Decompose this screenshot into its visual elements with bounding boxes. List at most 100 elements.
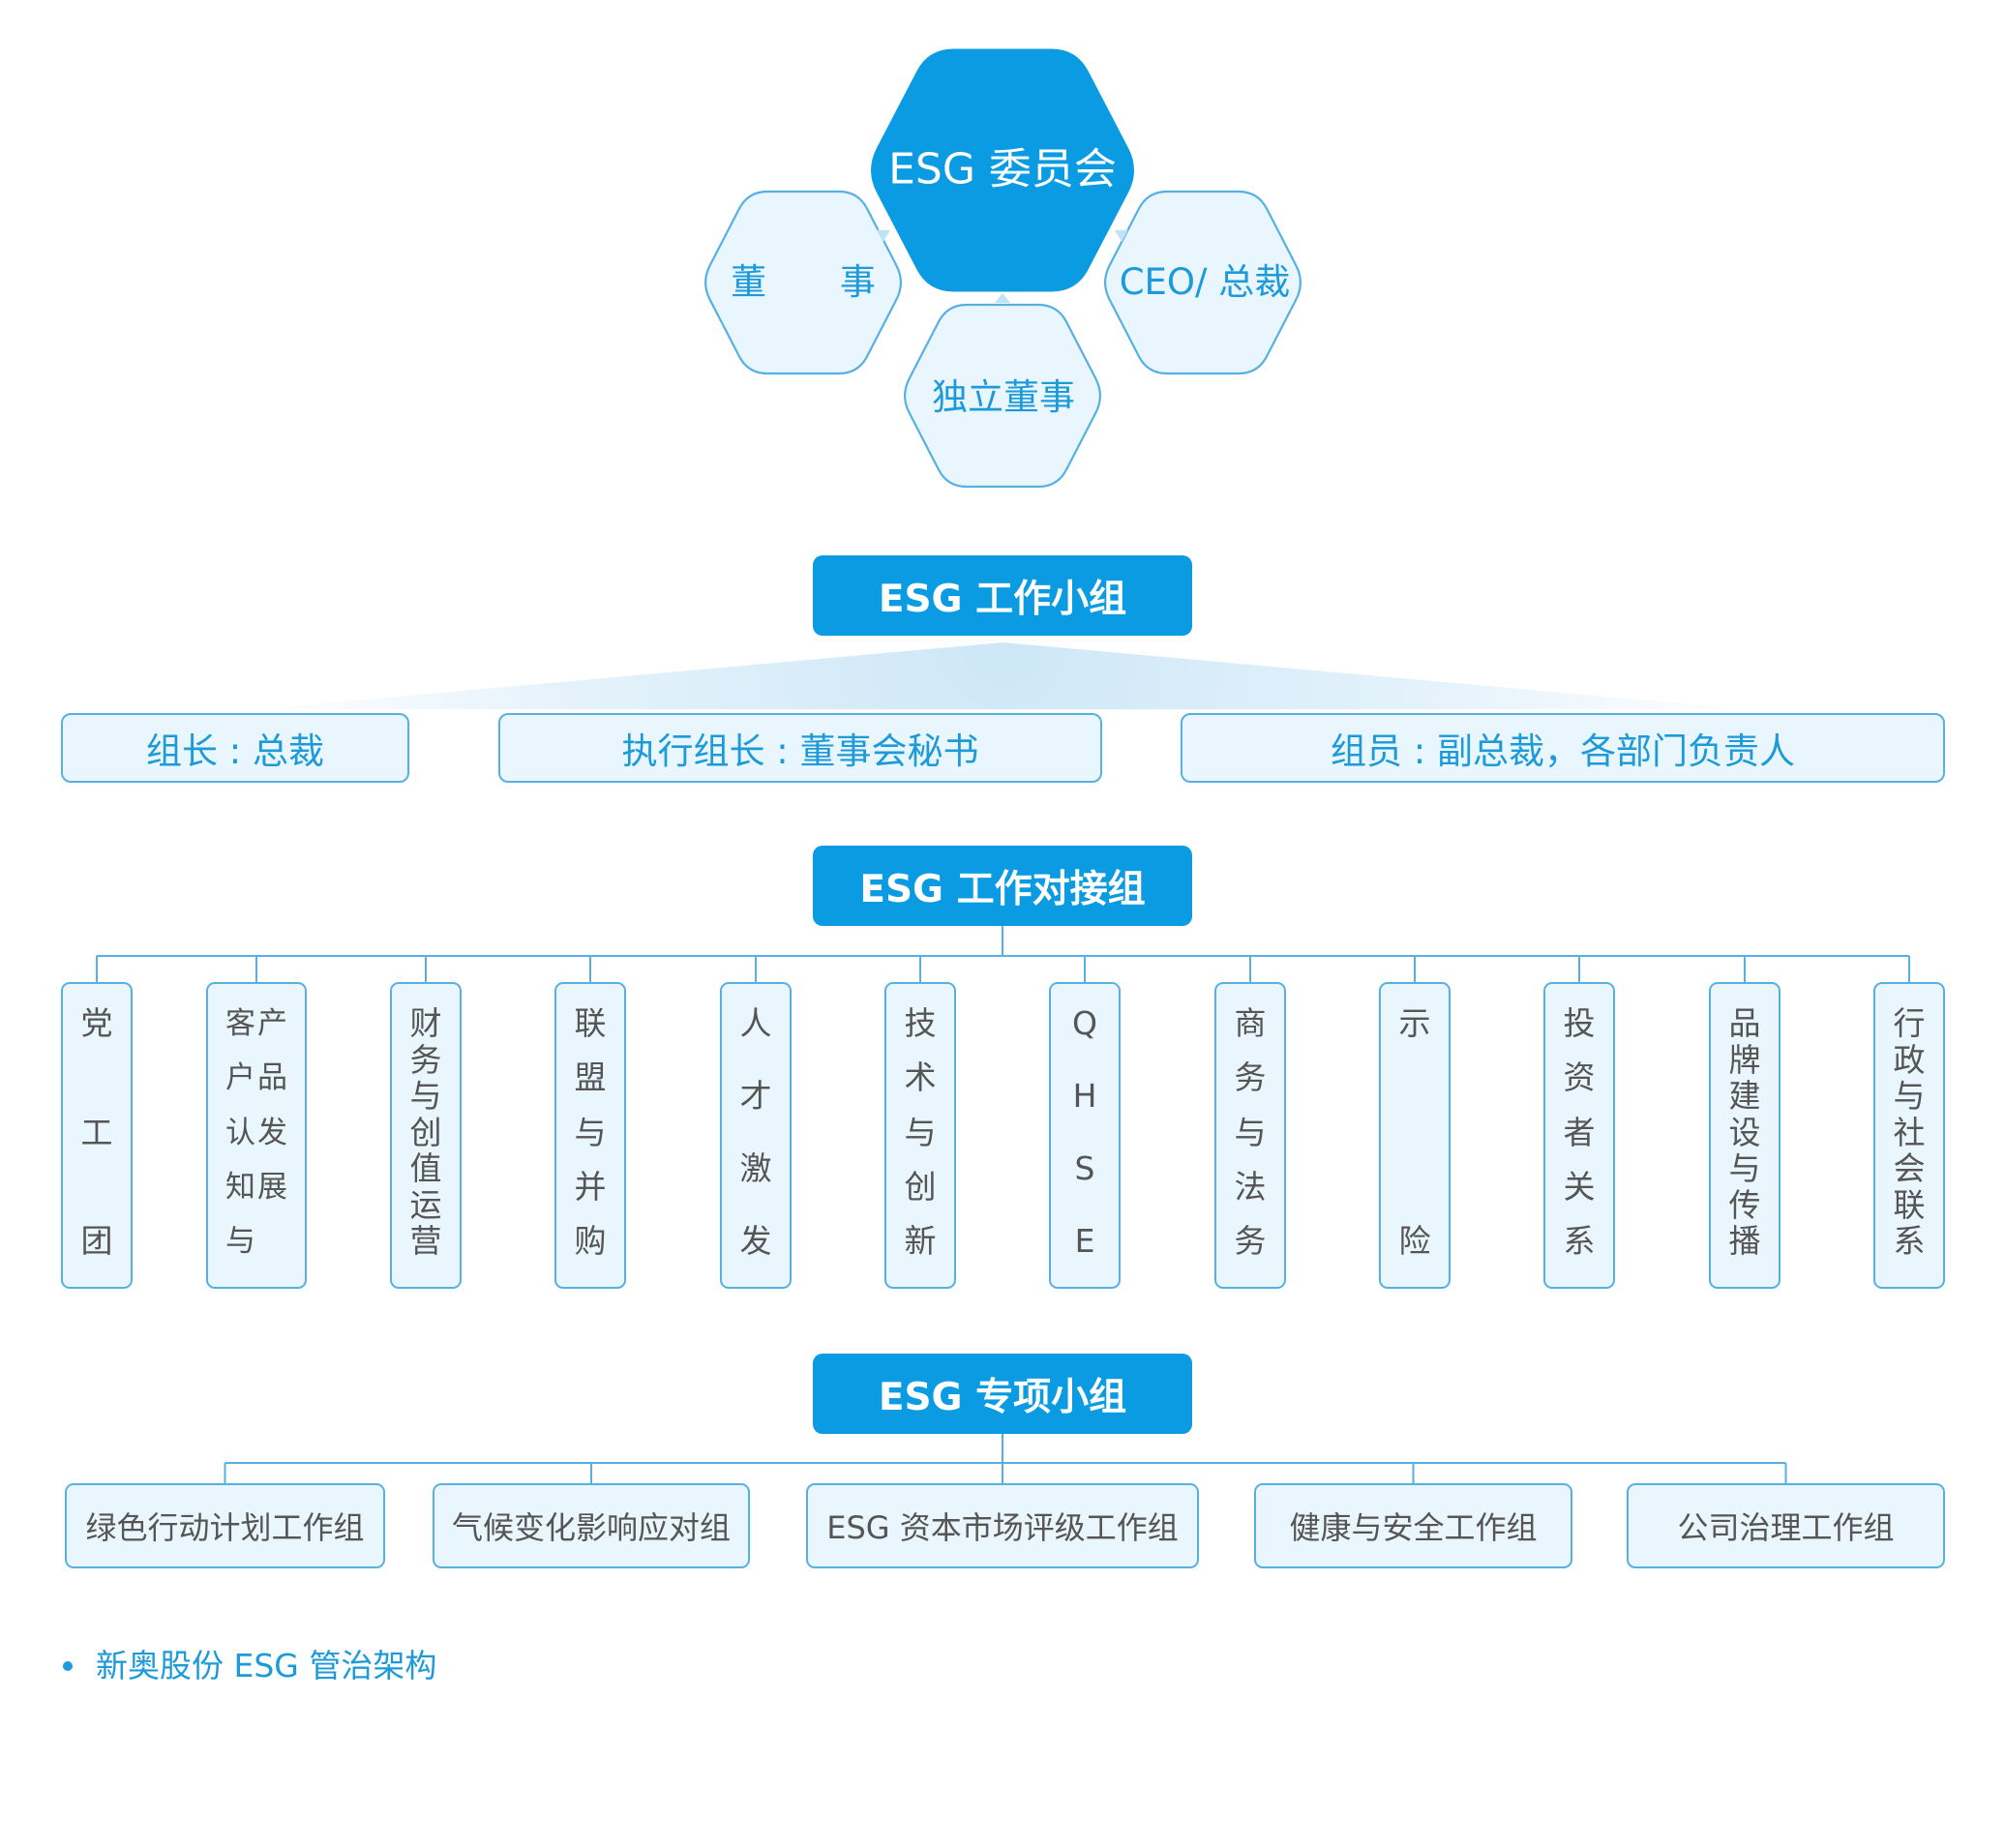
vertical-char: 播 <box>1728 1222 1761 1260</box>
special-group-box: 气候变化影响应对组 <box>433 1483 750 1568</box>
liaison-group-box: 财务与创值运营 <box>390 982 462 1289</box>
working-group-title: ESG 工作小组 <box>813 555 1192 636</box>
vertical-char: 法 <box>1234 1167 1267 1206</box>
liaison-group-label: 示险 <box>1398 1007 1431 1258</box>
liaison-group-box: 技术与创新 <box>884 982 956 1289</box>
vertical-char: 品 <box>1728 1004 1761 1042</box>
vertical-char: 新 <box>904 1222 937 1260</box>
liaison-group-label: 人才激发 <box>739 1007 772 1258</box>
independent-directors-hexagon <box>904 303 1101 489</box>
committee-title: ESG 委员会 <box>888 144 1117 194</box>
vertical-char: 建 <box>1728 1077 1761 1115</box>
vertical-char: 展 <box>257 1169 287 1205</box>
liaison-group-box: 人才激发 <box>720 982 792 1289</box>
vertical-char: 发 <box>739 1222 772 1260</box>
vertical-char: 社 <box>1893 1113 1926 1151</box>
vertical-char: 工 <box>80 1113 113 1151</box>
vertical-char: E <box>1074 1222 1095 1260</box>
working-group-fan <box>257 642 1748 709</box>
vertical-char: 牌 <box>1728 1040 1761 1079</box>
vertical-char: Q <box>1072 1004 1097 1042</box>
vertical-char: 创 <box>904 1167 937 1206</box>
liaison-group-box: 投资者关系 <box>1543 982 1615 1289</box>
vertical-char: 与 <box>225 1224 255 1259</box>
arrow-board-to-committee <box>877 229 890 242</box>
vertical-char: 激 <box>739 1149 772 1187</box>
vertical-char: 会 <box>1893 1149 1926 1187</box>
vertical-char: 人 <box>739 1004 772 1042</box>
liaison-group-box: 客户认知与 产品发展 <box>206 982 307 1289</box>
vertical-char: 务 <box>1234 1058 1267 1097</box>
liaison-group-box: 联盟与并购 <box>554 982 626 1289</box>
vertical-char: 与 <box>574 1113 607 1151</box>
vertical-char: 与 <box>904 1113 937 1151</box>
special-group-box: ESG 资本市场评级工作组 <box>806 1483 1199 1568</box>
vertical-char: 示 <box>1398 1004 1431 1042</box>
caption-bullet-icon <box>63 1661 73 1671</box>
committee-hexagon <box>871 48 1134 292</box>
vertical-char: 系 <box>1563 1222 1596 1260</box>
special-group-box: 绿色行动计划工作组 <box>65 1483 385 1568</box>
special-group-title: ESG 专项小组 <box>813 1354 1192 1434</box>
vertical-char: 与 <box>1234 1113 1267 1151</box>
vertical-char: 者 <box>1563 1113 1596 1151</box>
vertical-char: 客 <box>225 1006 255 1041</box>
liaison-group-box: 品牌建设与传播 <box>1709 982 1781 1289</box>
vertical-char: 联 <box>574 1004 607 1042</box>
board-label: 董 事 <box>731 260 876 303</box>
vertical-char: 投 <box>1563 1004 1596 1042</box>
liaison-group-label: 品牌建设与传播 <box>1728 1007 1761 1258</box>
vertical-char: 务 <box>409 1040 442 1079</box>
vertical-char: 品 <box>257 1060 287 1096</box>
special-group-box: 公司治理工作组 <box>1627 1483 1945 1568</box>
vertical-char: S <box>1074 1149 1095 1187</box>
vertical-char: 联 <box>1893 1185 1926 1224</box>
role-leader: 组长 : 总裁 <box>61 713 409 783</box>
vertical-char: 创 <box>409 1113 442 1151</box>
vertical-char: 发 <box>257 1115 287 1150</box>
vertical-char: 与 <box>1728 1149 1761 1187</box>
vertical-char: 关 <box>1563 1167 1596 1206</box>
liaison-group-label: 财务与创值运营 <box>409 1007 442 1258</box>
vertical-char: 党 <box>80 1004 113 1042</box>
vertical-char: 设 <box>1728 1113 1761 1151</box>
liaison-group-label: 行政与社会联系 <box>1893 1007 1926 1258</box>
liaison-group-label: 联盟与并购 <box>574 1007 607 1258</box>
vertical-char: 购 <box>574 1222 607 1260</box>
ceo-hexagon <box>1104 190 1302 375</box>
liaison-group-box: 商务与法务 <box>1214 982 1286 1289</box>
vertical-char: 盟 <box>574 1058 607 1097</box>
vertical-char: 资 <box>1563 1058 1596 1097</box>
vertical-char: 认 <box>225 1115 255 1150</box>
role-executive-leader: 执行组长 : 董事会秘书 <box>498 713 1102 783</box>
figure-caption: 新奥股份 ESG 管治架构 <box>96 1647 437 1684</box>
vertical-char: 系 <box>1893 1222 1926 1260</box>
liaison-group-label: 党工团 <box>80 1007 113 1258</box>
liaison-group-label: 技术与创新 <box>904 1007 937 1258</box>
special-group-box: 健康与安全工作组 <box>1254 1483 1572 1568</box>
liaison-group-box: 党工团 <box>61 982 133 1289</box>
vertical-char: 与 <box>409 1077 442 1115</box>
liaison-group-title: ESG 工作对接组 <box>813 846 1192 926</box>
liaison-group-label: 产品发展 <box>256 1007 288 1258</box>
vertical-char: 产 <box>257 1006 287 1041</box>
vertical-char: 财 <box>409 1004 442 1042</box>
vertical-char: 户 <box>225 1060 255 1096</box>
arrow-ceo-to-committee <box>1115 229 1128 242</box>
vertical-char: H <box>1072 1077 1097 1115</box>
liaison-group-box: 示险 <box>1379 982 1451 1289</box>
vertical-char: 险 <box>1398 1222 1431 1260</box>
arrow-independent-to-committee <box>995 293 1010 303</box>
vertical-char: 商 <box>1234 1004 1267 1042</box>
liaison-group-box: 行政与社会联系 <box>1873 982 1945 1289</box>
vertical-char: 知 <box>225 1169 255 1205</box>
vertical-char: 值 <box>409 1149 442 1187</box>
vertical-char: 才 <box>739 1077 772 1115</box>
liaison-group-label: 商务与法务 <box>1234 1007 1267 1258</box>
vertical-char: 与 <box>1893 1077 1926 1115</box>
vertical-char: 运 <box>409 1185 442 1224</box>
board-hexagon <box>704 190 902 375</box>
vertical-char: 政 <box>1893 1040 1926 1079</box>
